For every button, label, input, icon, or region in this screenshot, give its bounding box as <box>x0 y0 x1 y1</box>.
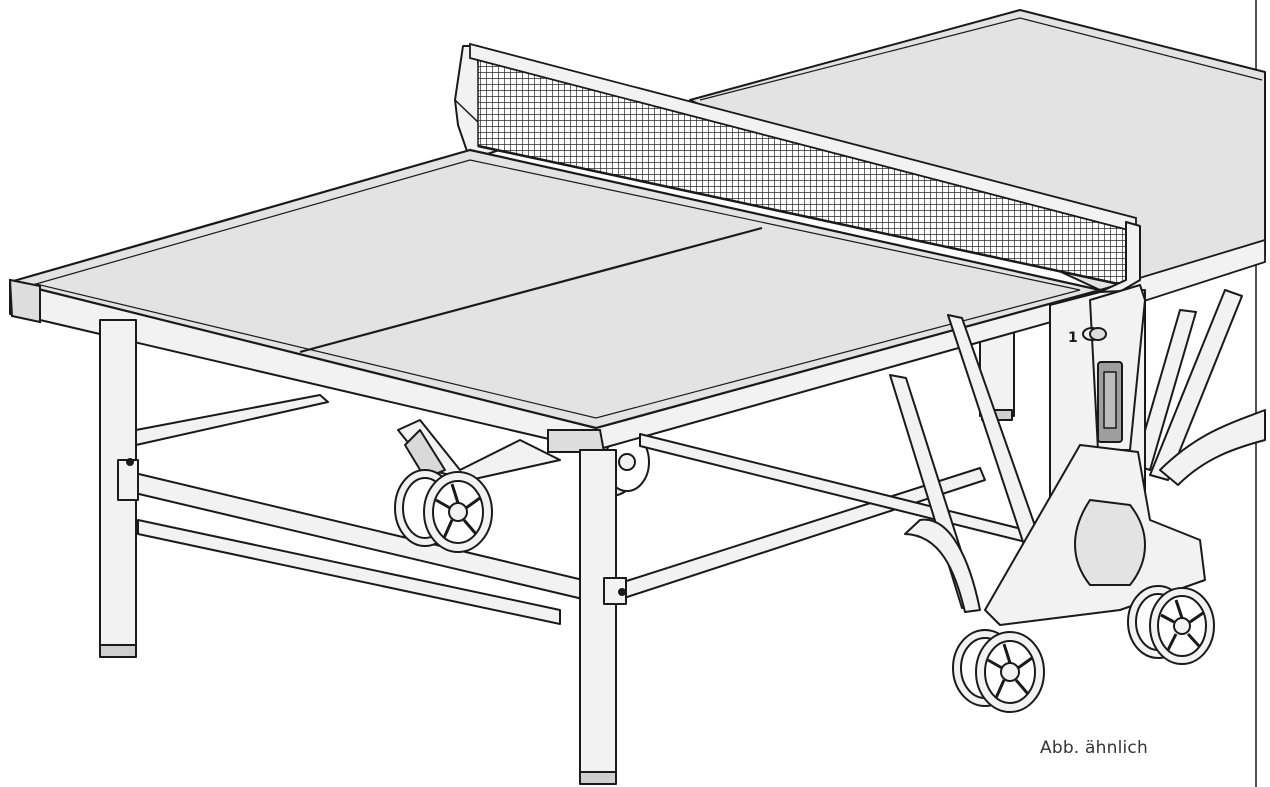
wheel-right-front-b <box>975 631 1045 713</box>
wheel-left-front <box>423 471 493 553</box>
near-playing-surface <box>8 148 1102 430</box>
folding-unit: 1 <box>984 284 1206 626</box>
net-assembly <box>454 42 1141 301</box>
figure-caption: Abb. ähnlich <box>1040 738 1148 758</box>
near-center-line <box>299 226 763 354</box>
front-right-leg <box>579 449 617 781</box>
marker-label: 1 <box>1068 330 1078 346</box>
wheel-right-rear-b <box>1149 587 1215 665</box>
near-undercarriage <box>99 314 1051 785</box>
